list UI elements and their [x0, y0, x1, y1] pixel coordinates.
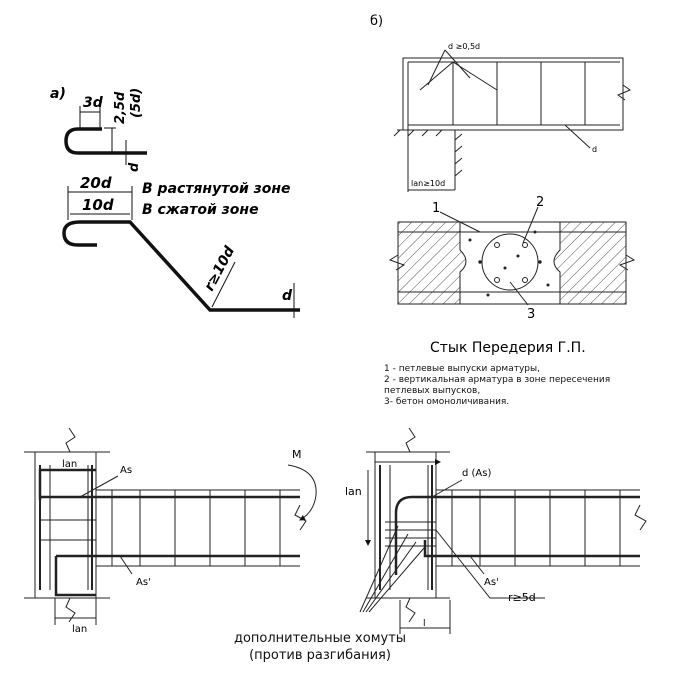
moment-label: M [292, 448, 302, 461]
lan-top-left: lan [62, 459, 77, 470]
dim-d-beam: d [592, 145, 597, 154]
part-b-beam-top [393, 49, 632, 192]
caption-line-2: 2 - вертикальная арматура в зоне пересеч… [384, 375, 611, 385]
dim-10d: 10d [82, 196, 114, 214]
dim-d-end: d [282, 288, 293, 304]
dim-3d: 3d [83, 95, 104, 111]
caption-line-4: 3- бетон омоноличивания. [384, 397, 510, 407]
l-label: l [423, 619, 426, 629]
radius-label: r≥5d [508, 591, 536, 604]
lan-bottom-left: lan [72, 624, 87, 635]
dim-20d: 20d [80, 174, 112, 192]
extra-stirrups-line-1: дополнительные хомуты [233, 631, 407, 646]
bottom-left-node [24, 427, 317, 625]
callout-3: 3 [527, 307, 535, 322]
bottom-right-node [359, 427, 647, 634]
extra-stirrups-caption: дополнительные хомуты (против разгибания… [205, 630, 435, 664]
extra-stirrups-line-2: (против разгибания) [249, 648, 391, 663]
callout-1: 1 [432, 201, 440, 216]
dim-d-small: d [127, 162, 142, 172]
as-prime-label: As' [136, 577, 151, 588]
as-prime-right: As' [484, 577, 499, 588]
joint-caption: 1 - петлевые выпуски арматуры, 2 - верти… [384, 364, 644, 408]
dim-5d: (5d) [129, 88, 144, 118]
lan-right: lan [345, 485, 362, 498]
dim-d-05d: d ≥0,5d [448, 42, 480, 51]
caption-line-3: петлевых выпусков, [384, 386, 481, 396]
text-tension-zone: В растянутой зоне [142, 181, 291, 197]
text-compression-zone: В сжатой зоне [142, 202, 259, 218]
part-b-label: б) [370, 14, 383, 29]
part-a-label: a) [50, 86, 66, 102]
dim-2-5d: 2,5d [113, 91, 128, 124]
as-label: As [120, 465, 132, 476]
dim-lan-10d: lan≥10d [411, 179, 445, 188]
caption-title: Стык Передерия Г.П. [430, 340, 586, 356]
part-b-joint [388, 206, 636, 306]
part-a-drawing [62, 106, 300, 318]
d-as-label: d (As) [462, 468, 491, 479]
callout-2: 2 [536, 195, 544, 210]
dim-radius: r≥10d [201, 243, 238, 294]
caption-line-1: 1 - петлевые выпуски арматуры, [384, 364, 540, 374]
